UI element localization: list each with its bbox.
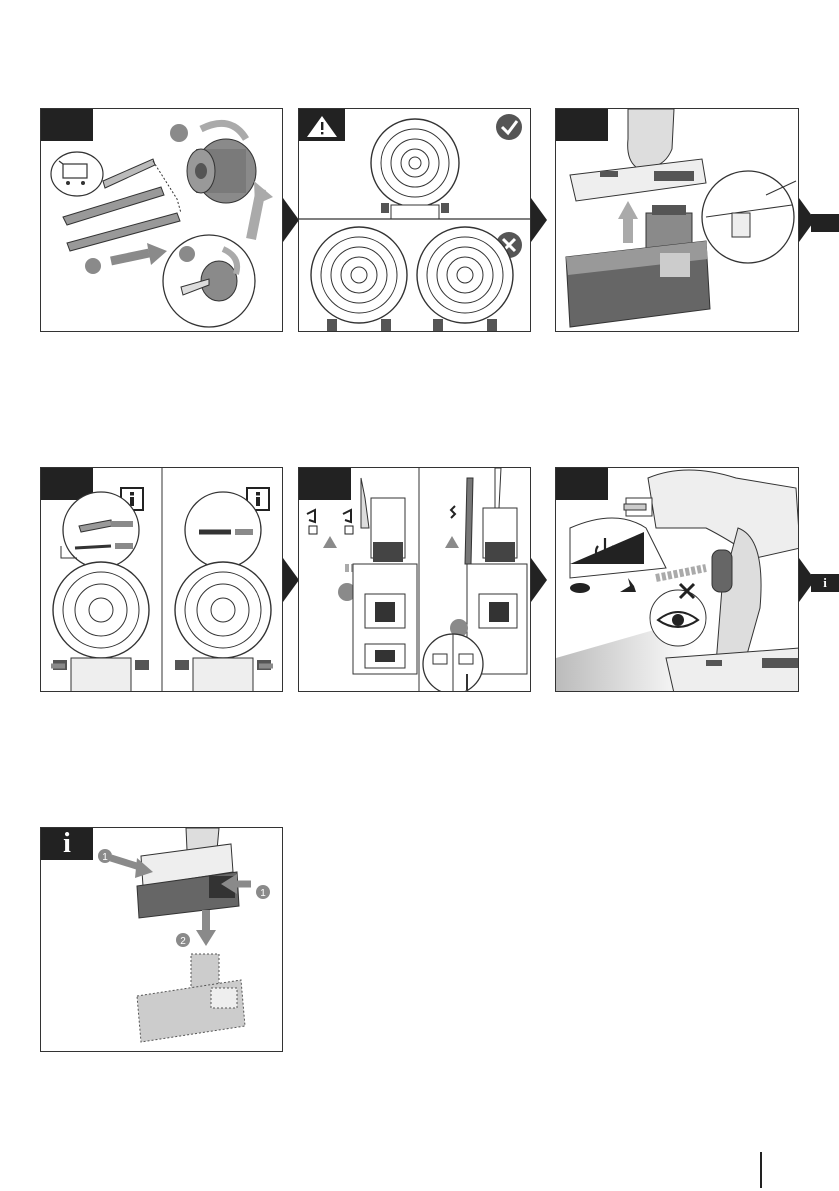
page-margin-bar (760, 1152, 762, 1188)
drill-front-view-forward (51, 562, 149, 692)
callout-marker (85, 258, 101, 274)
sequence-arrow-icon (531, 558, 547, 602)
battery-pack-icon (566, 205, 710, 327)
panel-battery-removal: i 1 1 2 (40, 827, 283, 1052)
screwdriver-bit-icon (103, 159, 155, 188)
callout-one-left: 1 (98, 849, 112, 863)
svg-text:1: 1 (102, 852, 108, 863)
gear-selection-illustration (299, 468, 531, 692)
removed-battery-icon (137, 954, 245, 1042)
battery-attach-illustration (556, 109, 799, 332)
checkmark-icon (496, 114, 522, 140)
turtle-icon (570, 583, 590, 593)
drill-front-view-incorrect-left (311, 227, 407, 331)
rotation-direction-illustration (41, 468, 283, 692)
callout-two: 2 (176, 933, 190, 947)
drill-top-view-left (353, 564, 417, 674)
drill-front-view-reverse (175, 562, 273, 692)
drill-handle-icon (570, 109, 706, 201)
sequence-arrow-icon (283, 198, 299, 242)
shopping-cart-icon (51, 152, 103, 196)
callout-marker (179, 246, 195, 262)
speed-ramp-icon (570, 532, 644, 564)
panel-chuck-alignment (298, 108, 531, 332)
bit-insertion-illustration (41, 109, 283, 332)
drill-base-icon (137, 828, 239, 918)
info-side-tab: i (811, 574, 839, 592)
drilling-mode-icon (445, 506, 459, 548)
svg-text:2: 2 (180, 936, 186, 947)
rabbit-icon (620, 578, 636, 592)
sequence-arrow-icon (283, 558, 299, 602)
eye-icon (650, 590, 706, 646)
drill-front-view-correct (371, 119, 459, 219)
screwdriving-mode-icon (307, 510, 353, 548)
panel-variable-speed (555, 467, 799, 692)
battery-removal-illustration: 1 1 2 (41, 828, 283, 1052)
callout-marker (170, 124, 188, 142)
panel-bit-insertion (40, 108, 283, 332)
language-side-tab (811, 214, 839, 232)
panel-rotation-direction (40, 467, 283, 692)
sequence-arrow-icon (531, 198, 547, 242)
chuck-icon (187, 139, 256, 203)
panel-gear-selection (298, 467, 531, 692)
callout-one-right: 1 (256, 885, 270, 899)
panel-battery-attach (555, 108, 799, 332)
drill-front-view-incorrect-right (417, 227, 513, 331)
variable-speed-illustration (556, 468, 799, 692)
chuck-alignment-illustration (299, 109, 531, 332)
svg-text:1: 1 (260, 888, 266, 899)
